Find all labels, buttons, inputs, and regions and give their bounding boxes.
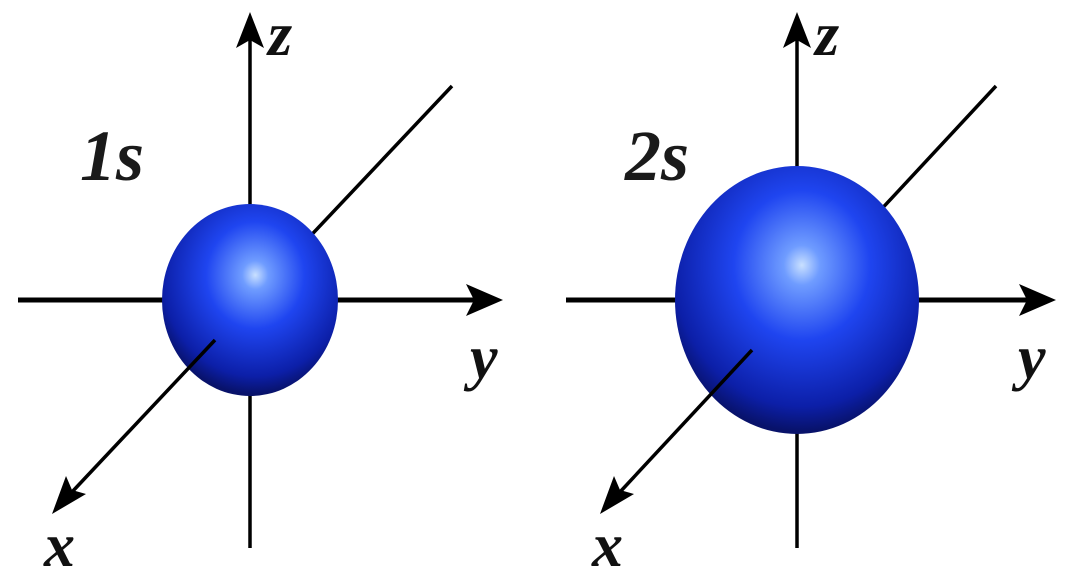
z-axis-arrowhead	[236, 12, 264, 48]
x-axis-label: x	[43, 512, 75, 573]
orbital-panel-2s: 2s z y x	[566, 1, 1056, 573]
z-axis-arrowhead	[783, 12, 811, 48]
x-axis-label: x	[591, 512, 623, 573]
orbital-label-1s: 1s	[80, 116, 144, 196]
x-axis-front-line	[70, 338, 217, 494]
y-axis-arrowhead	[466, 284, 503, 316]
y-axis-label: y	[1011, 324, 1046, 392]
x-axis-arrowhead	[52, 476, 86, 514]
x-axis-front-line	[618, 348, 754, 494]
z-axis-label: z	[813, 1, 839, 69]
y-axis-label: y	[463, 324, 498, 392]
orbital-label-2s: 2s	[624, 116, 689, 196]
x-axis-arrowhead	[600, 476, 634, 514]
z-axis-label: z	[266, 1, 292, 69]
orbital-panel-1s: 1s z y x	[18, 1, 503, 573]
y-axis-arrowhead	[1019, 284, 1056, 316]
